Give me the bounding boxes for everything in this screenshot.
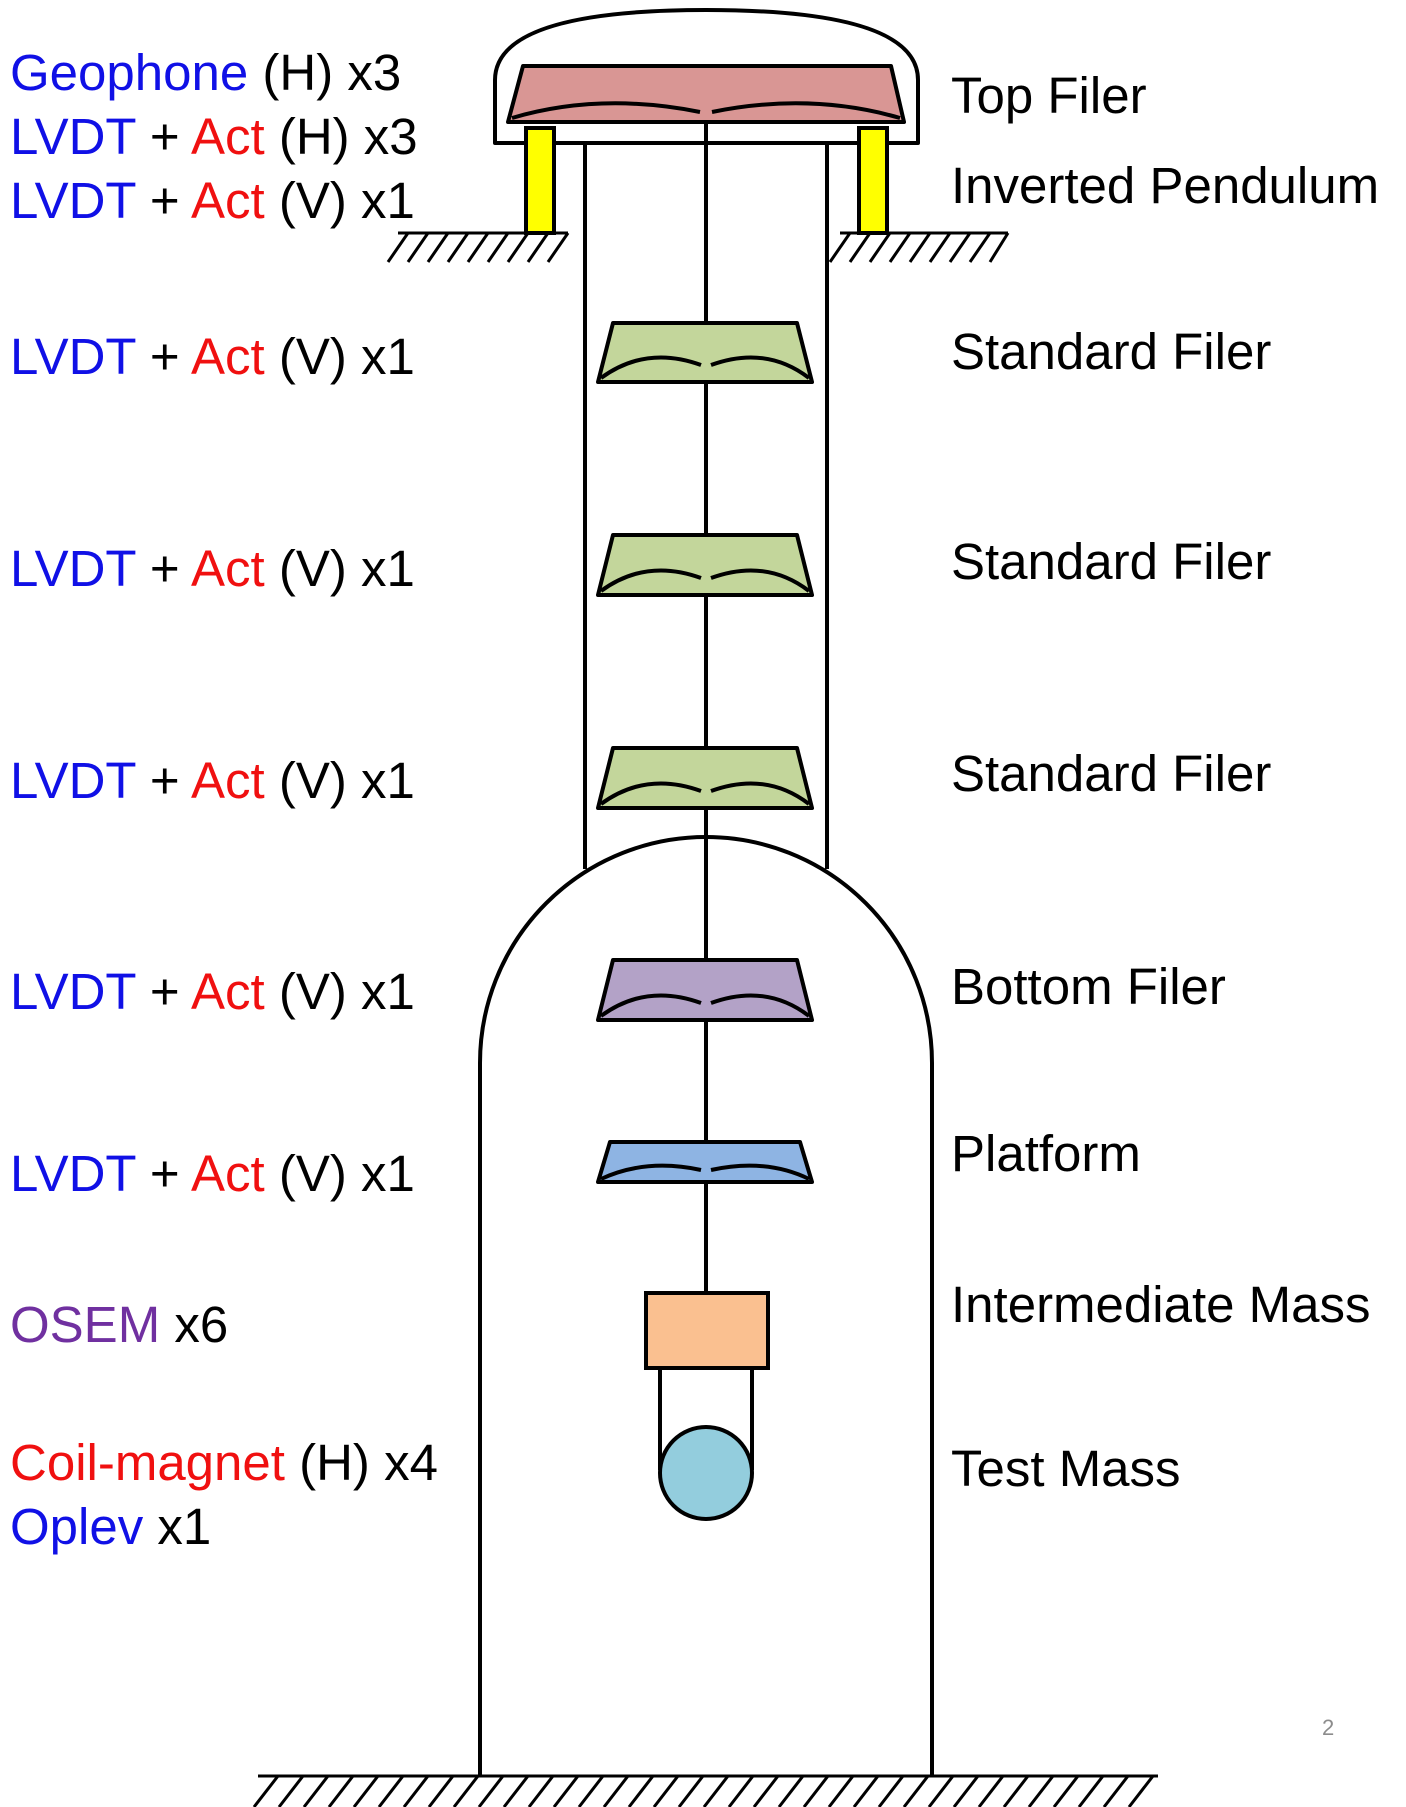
sensor-part: (V) x1 — [264, 1145, 415, 1202]
sensor-part: OSEM — [10, 1296, 161, 1353]
sensor-label-lvdt-act-v-sf2: LVDT + Act (V) x1 — [10, 543, 415, 594]
stage-label-standard-filer-2: Standard Filer — [951, 533, 1272, 590]
ground-hatch-bottom — [252, 1774, 1158, 1807]
sensor-part: (V) x1 — [264, 540, 415, 597]
sensor-part: + — [135, 328, 191, 385]
sensor-part: + — [135, 540, 191, 597]
stage-label-intermediate-mass: Intermediate Mass — [951, 1276, 1371, 1333]
stage-label-test-mass: Test Mass — [951, 1440, 1181, 1497]
sensor-label-lvdt-act-v-bf: LVDT + Act (V) x1 — [10, 966, 415, 1017]
sensor-part: LVDT — [10, 963, 136, 1020]
stage-label-platform: Platform — [951, 1125, 1141, 1182]
sensor-part: x6 — [160, 1296, 229, 1353]
sensor-part: + — [135, 1145, 191, 1202]
sensor-label-lvdt-act-v-sf3: LVDT + Act (V) x1 — [10, 755, 415, 806]
sensor-label-lvdt-act-v-platform: LVDT + Act (V) x1 — [10, 1148, 415, 1199]
sensor-part: Act — [190, 1145, 265, 1202]
stage-label-bottom-filer: Bottom Filer — [951, 958, 1226, 1015]
sensor-part: Act — [190, 752, 265, 809]
sensor-part: Act — [190, 328, 265, 385]
stage-label-standard-filer-3: Standard Filer — [951, 745, 1272, 802]
test-mass — [658, 1425, 754, 1521]
top-filter — [506, 64, 906, 124]
ground-hatch-right — [828, 231, 1010, 263]
sensor-part: + — [135, 963, 191, 1020]
sensor-part: LVDT — [10, 540, 136, 597]
sensor-part: LVDT — [10, 1145, 136, 1202]
inverted-pendulum-leg-left — [524, 126, 556, 235]
sensor-part: + — [135, 108, 191, 165]
sensor-part: LVDT — [10, 328, 136, 385]
sensor-part: (V) x1 — [264, 172, 415, 229]
stage-label-inverted-pendulum: Inverted Pendulum — [951, 157, 1380, 214]
sensor-label-lvdt-act-v-top: LVDT + Act (V) x1 — [10, 175, 415, 226]
sensor-part: + — [135, 752, 191, 809]
standard-filter-2 — [596, 533, 814, 597]
sensor-label-lvdt-act-h: LVDT + Act (H) x3 — [10, 111, 418, 162]
stage-label-top-filer: Top Filer — [951, 67, 1147, 124]
sensor-part: + — [135, 172, 191, 229]
sensor-part: LVDT — [10, 172, 136, 229]
intermediate-mass — [644, 1291, 770, 1370]
standard-filter-3 — [596, 746, 814, 810]
sensor-part: LVDT — [10, 108, 136, 165]
platform — [596, 1140, 814, 1184]
sensor-part: Act — [190, 963, 265, 1020]
sensor-part: (H) x4 — [284, 1434, 438, 1491]
sensor-label-oplev: Oplev x1 — [10, 1501, 211, 1552]
standard-filter-1 — [596, 321, 814, 384]
ground-hatch-left — [386, 231, 570, 263]
stage-label-standard-filer-1: Standard Filer — [951, 323, 1272, 380]
sensor-part: (H) x3 — [264, 108, 418, 165]
sensor-label-geophone-h: Geophone (H) x3 — [10, 47, 401, 98]
sensor-part: Coil-magnet — [10, 1434, 285, 1491]
sensor-part: (H) x3 — [248, 44, 402, 101]
sensor-label-osem: OSEM x6 — [10, 1299, 228, 1350]
sensor-part: Act — [190, 108, 265, 165]
page-number: 2 — [1322, 1715, 1335, 1740]
sensor-part: (V) x1 — [264, 963, 415, 1020]
inverted-pendulum-leg-right — [857, 126, 889, 235]
sensor-part: Geophone — [10, 44, 249, 101]
sensor-part: (V) x1 — [264, 752, 415, 809]
sensor-label-lvdt-act-v-sf1: LVDT + Act (V) x1 — [10, 331, 415, 382]
sensor-part: x1 — [143, 1498, 212, 1555]
sensor-part: Act — [190, 172, 265, 229]
bottom-filter — [596, 958, 814, 1022]
sensor-label-coil-magnet: Coil-magnet (H) x4 — [10, 1437, 438, 1488]
sensor-part: LVDT — [10, 752, 136, 809]
sensor-part: (V) x1 — [264, 328, 415, 385]
sensor-part: Act — [190, 540, 265, 597]
sensor-part: Oplev — [10, 1498, 144, 1555]
